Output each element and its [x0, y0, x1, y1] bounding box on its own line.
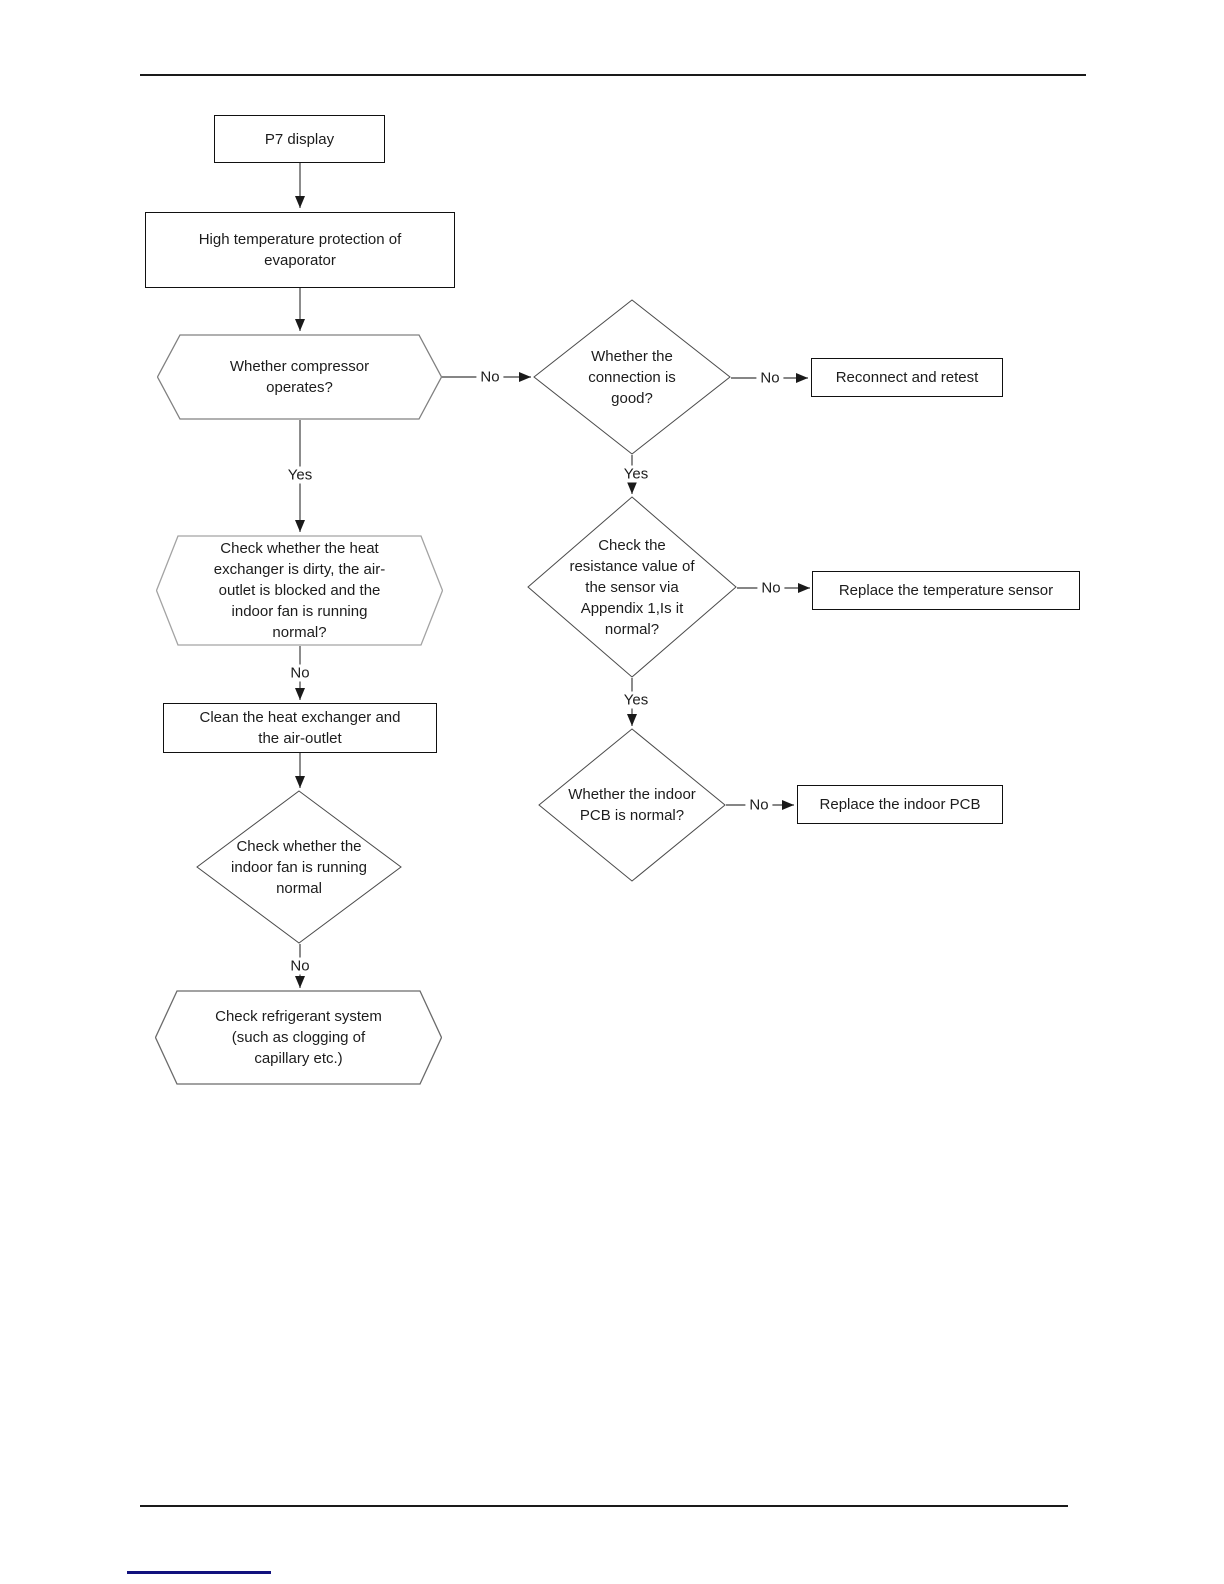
node-reconnect-retest-label: Reconnect and retest — [835, 369, 979, 386]
footer-link-underline[interactable] — [127, 1571, 271, 1574]
node-refrigerant-check: Check refrigerant system (such as cloggi… — [155, 990, 442, 1085]
diamond-shape — [538, 728, 726, 882]
node-replace-indoor-pcb-label: Replace the indoor PCB — [819, 796, 981, 813]
node-high-temp-protection-label: High temperature protection of evaporato… — [198, 231, 402, 269]
edge-label-fan-no: No — [286, 957, 314, 975]
node-heat-exchanger-check: Check whether the heat exchanger is dirt… — [156, 535, 443, 646]
node-clean-heat-exchanger-label: Clean the heat exchanger and the air-out… — [199, 709, 401, 747]
edge-label-resistance-yes: Yes — [619, 691, 653, 709]
edge-label-connection-no: No — [756, 369, 784, 387]
diamond-shape — [533, 299, 731, 455]
node-indoor-fan-check: Check whether the indoor fan is running … — [196, 790, 402, 944]
node-high-temp-protection: High temperature protection of evaporato… — [145, 212, 455, 288]
node-replace-indoor-pcb: Replace the indoor PCB — [797, 785, 1003, 824]
hexagon-shape — [156, 535, 443, 646]
node-indoor-fan-check-label: Check whether the indoor fan is running … — [231, 837, 367, 897]
node-connection-good: Whether the connection is good? — [533, 299, 731, 455]
page-top-rule — [140, 74, 1086, 76]
edge-label-resistance-no: No — [757, 579, 785, 597]
node-replace-temp-sensor: Replace the temperature sensor — [812, 571, 1080, 610]
edge-label-compressor-yes: Yes — [283, 466, 317, 484]
node-p7-display: P7 display — [214, 115, 385, 163]
diamond-shape — [527, 496, 737, 678]
node-compressor-operates-label: Whether compressor operates? — [229, 358, 370, 396]
edge-label-connection-yes: Yes — [619, 465, 653, 483]
page-bottom-rule — [140, 1505, 1068, 1507]
node-p7-display-label: P7 display — [264, 130, 335, 148]
node-resistance-check-label: Check the resistance value of the sensor… — [569, 536, 695, 638]
hexagon-shape — [157, 334, 442, 420]
node-connection-good-label: Whether the connection is good? — [588, 347, 676, 407]
node-replace-temp-sensor-label: Replace the temperature sensor — [838, 582, 1054, 599]
node-clean-heat-exchanger: Clean the heat exchanger and the air-out… — [163, 703, 437, 753]
node-reconnect-retest: Reconnect and retest — [811, 358, 1003, 397]
edge-label-compressor-no: No — [476, 368, 504, 386]
hexagon-shape — [155, 990, 442, 1085]
node-refrigerant-check-label: Check refrigerant system (such as cloggi… — [215, 1008, 382, 1067]
edge-label-heat-exchanger-no: No — [286, 664, 314, 682]
node-indoor-pcb-normal: Whether the indoor PCB is normal? — [538, 728, 726, 882]
node-resistance-check: Check the resistance value of the sensor… — [527, 496, 737, 678]
node-compressor-operates: Whether compressor operates? — [157, 334, 442, 420]
diamond-shape — [196, 790, 402, 944]
edge-label-pcb-no: No — [745, 796, 773, 814]
node-indoor-pcb-normal-label: Whether the indoor PCB is normal? — [568, 786, 696, 824]
node-heat-exchanger-check-label: Check whether the heat exchanger is dirt… — [213, 540, 386, 641]
